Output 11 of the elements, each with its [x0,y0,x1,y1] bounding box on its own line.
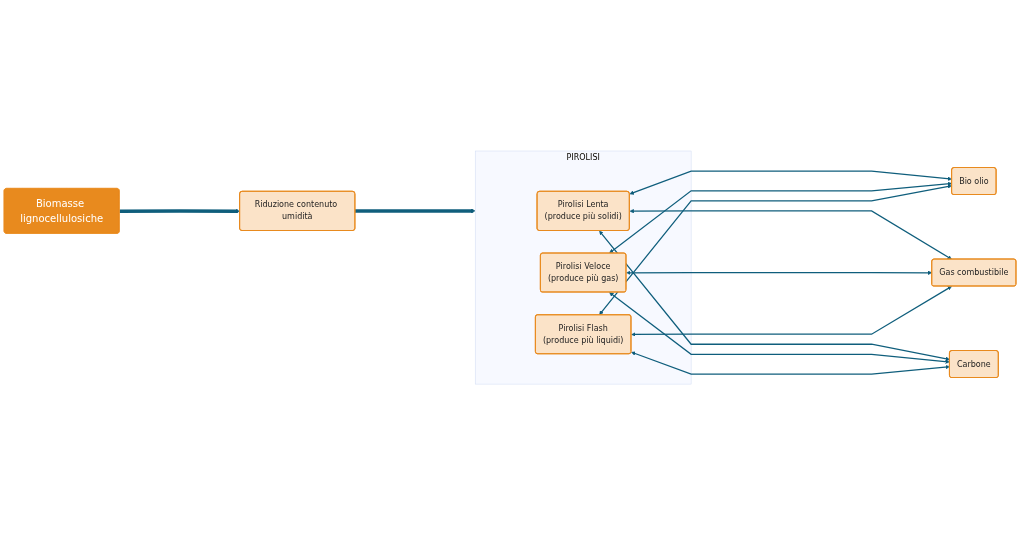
arrow [609,292,950,364]
arrow [599,184,953,315]
arrow [119,208,241,214]
arrow [354,208,476,214]
arrow [629,208,952,260]
arrow [599,230,950,361]
arrow [631,286,952,337]
arrow [631,351,950,375]
arrow [629,170,953,195]
arrow [609,181,953,254]
arrow [626,270,933,275]
